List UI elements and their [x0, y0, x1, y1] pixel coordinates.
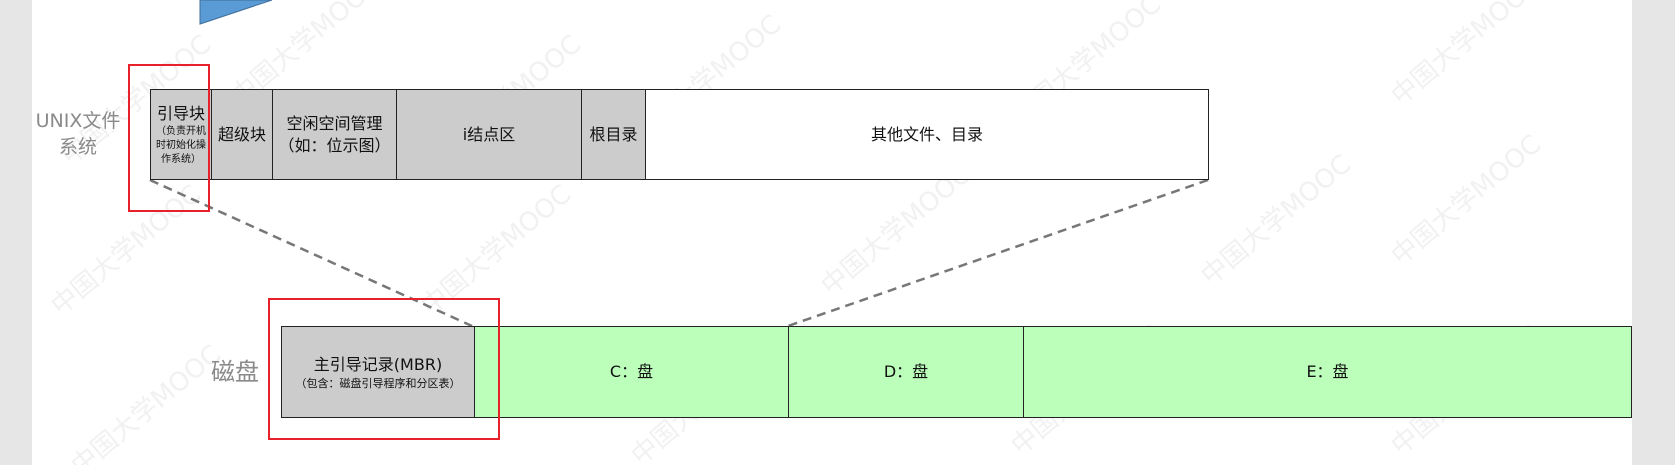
- boot-block-note-3: 作系统）: [161, 153, 201, 165]
- free-space-block: 空闲空间管理 （如：位示图）: [272, 89, 397, 180]
- mbr-title: 主引导记录(MBR): [313, 354, 443, 374]
- free-space-title: 空闲空间管理: [286, 113, 383, 133]
- boot-block-highlight: [128, 64, 210, 212]
- other-files-dirs: 其他文件、目录: [645, 89, 1209, 180]
- boot-block: 引导块 （负责开机 时初始化操 作系统）: [150, 89, 212, 180]
- top-shape-fragment: [199, 0, 273, 25]
- diagram-canvas: 中国大学MOOC 中国大学MOOC 中国大学MOOC 中国大学MOOC 中国大学…: [32, 0, 1632, 465]
- free-space-note: （如：位示图）: [278, 135, 391, 155]
- boot-block-title: 引导块: [156, 103, 205, 123]
- disk-label: 磁盘: [211, 358, 259, 386]
- partition-c: C：盘: [474, 326, 789, 418]
- mbr-highlight: [268, 298, 500, 440]
- dashed-line-right: [787, 178, 1209, 328]
- root-directory: 根目录: [581, 89, 646, 180]
- partition-d: D：盘: [788, 326, 1024, 418]
- inode-area: i结点区: [396, 89, 582, 180]
- unix-fs-label-line2: 系统: [58, 136, 97, 158]
- boot-block-note-2: 时初始化操: [156, 139, 206, 151]
- unix-fs-label: UNIX文件 系统: [32, 108, 126, 160]
- unix-fs-label-line1: UNIX文件: [35, 110, 121, 132]
- boot-block-note-1: （负责开机: [156, 125, 206, 137]
- partition-e: E：盘: [1023, 326, 1632, 418]
- mbr-note: （包含：磁盘引导程序和分区表）: [295, 376, 461, 390]
- connector-lines: [149, 0, 1209, 328]
- superblock: 超级块: [211, 89, 273, 180]
